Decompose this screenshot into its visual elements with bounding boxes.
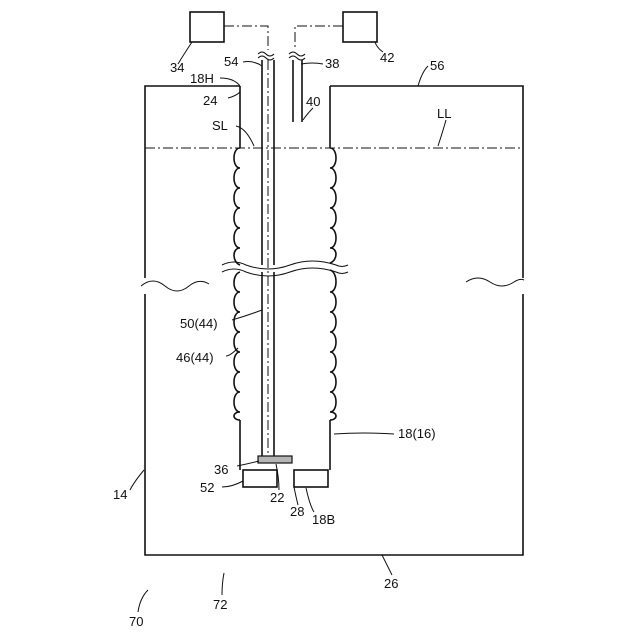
link-34-line [224, 26, 268, 50]
bellows-right-upper [330, 148, 336, 263]
label-72: 72 [213, 597, 227, 612]
label-50: 50(44) [180, 316, 218, 331]
leader-ll [438, 120, 446, 146]
label-34: 34 [170, 60, 184, 75]
bellows-left-upper [234, 148, 240, 265]
tube-break-mark [258, 52, 274, 56]
leader-40 [303, 108, 313, 120]
leader-72 [222, 573, 224, 595]
label-sl: SL [212, 118, 228, 133]
leader-24 [228, 92, 240, 98]
leader-26 [382, 555, 392, 575]
leader-18b [306, 488, 314, 512]
label-54: 54 [224, 54, 238, 69]
wall-break-mark [141, 281, 209, 291]
leader-50 [232, 310, 262, 320]
leader-52 [222, 481, 243, 487]
pipe-break-mark [222, 261, 348, 269]
block-52 [243, 470, 277, 487]
label-26: 26 [384, 576, 398, 591]
label-18: 18(16) [398, 426, 436, 441]
label-56: 56 [430, 58, 444, 73]
leader-56 [418, 66, 428, 86]
leader-54 [243, 62, 262, 67]
device-42-box [343, 12, 377, 42]
bellows-right-lower [330, 270, 336, 420]
leader-18 [334, 433, 394, 434]
label-46: 46(44) [176, 350, 214, 365]
label-ll: LL [437, 106, 451, 121]
leader-14 [130, 470, 144, 490]
label-40: 40 [306, 94, 320, 109]
wall-break-mark [466, 278, 524, 286]
label-18b: 18B [312, 512, 335, 527]
label-18h: 18H [190, 71, 214, 86]
label-42: 42 [380, 50, 394, 65]
label-24: 24 [203, 93, 217, 108]
label-22: 22 [270, 490, 284, 505]
sensor-36 [258, 456, 292, 463]
link-42-line [295, 26, 343, 50]
leader-38 [301, 63, 323, 64]
tube-break-mark [289, 52, 305, 56]
pipe-break-mark [222, 268, 348, 276]
bellows-left-lower [234, 272, 240, 420]
label-38: 38 [325, 56, 339, 71]
label-28: 28 [290, 504, 304, 519]
label-14: 14 [113, 487, 127, 502]
leader-70 [138, 590, 148, 612]
leader-18h [220, 78, 240, 86]
tube-break-mark [258, 56, 274, 60]
leader-sl [236, 126, 254, 146]
leader-28 [294, 487, 298, 505]
label-70: 70 [129, 614, 143, 629]
label-52: 52 [200, 480, 214, 495]
block-28 [294, 470, 328, 487]
device-34-box [190, 12, 224, 42]
tube-break-mark [289, 56, 305, 60]
label-36: 36 [214, 462, 228, 477]
